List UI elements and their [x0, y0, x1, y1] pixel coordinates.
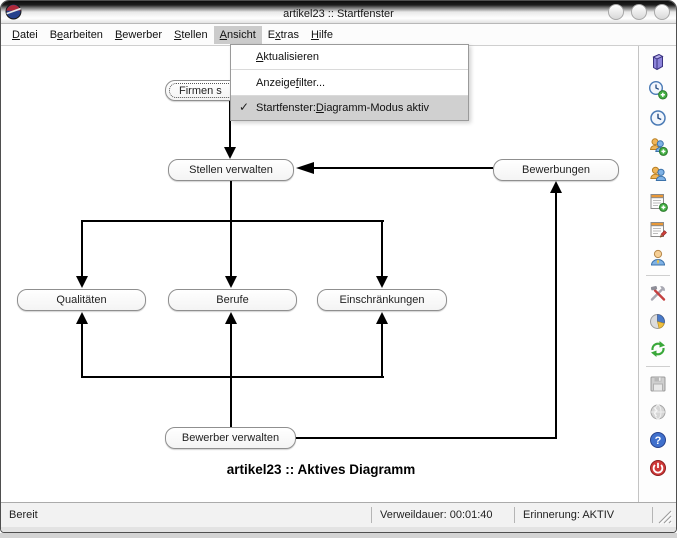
close-button[interactable] — [654, 4, 670, 20]
statusbar-separator — [514, 507, 515, 523]
node-bewerber-verwalten[interactable]: Bewerber verwalten — [165, 427, 296, 449]
resize-grip-icon — [658, 510, 673, 525]
refresh-icon — [650, 341, 665, 357]
clock-icon — [649, 110, 666, 126]
toolbar-button-clock[interactable] — [644, 104, 672, 132]
right-toolbar: ? — [638, 46, 676, 502]
window-title: artikel23 :: Startfenster — [283, 8, 394, 20]
statusbar-separator — [371, 507, 372, 523]
toolbar-separator — [645, 366, 670, 367]
save-disabled-icon — [650, 376, 665, 392]
checkmark-icon: ✓ — [239, 100, 250, 114]
minimize-button[interactable] — [608, 4, 624, 20]
toolbar-button-database[interactable] — [644, 48, 672, 76]
node-einschraenkungen[interactable]: Einschränkungen — [317, 289, 447, 311]
users-icon — [649, 166, 666, 181]
power-icon — [649, 460, 666, 476]
edge-bewerber-berufe — [230, 323, 232, 428]
form-add-icon — [650, 194, 668, 212]
menu-bar: Datei Bearbeiten Bewerber Stellen Ansich… — [1, 24, 676, 46]
arrowhead — [376, 276, 388, 288]
arrowhead — [76, 312, 88, 324]
form-edit-icon — [650, 222, 667, 238]
menu-separator — [231, 95, 468, 96]
edge-bewerber-bewerbungen-v — [555, 192, 557, 439]
edge-stellen-einschraenkungen — [381, 220, 383, 276]
node-berufe[interactable]: Berufe — [168, 289, 297, 311]
globe-disabled-icon — [650, 404, 665, 420]
arrowhead — [225, 312, 237, 324]
svg-text:?: ? — [654, 435, 661, 447]
window-controls — [608, 4, 670, 20]
toolbar-button-users-add[interactable] — [644, 132, 672, 160]
status-ready: Bereit — [9, 509, 38, 521]
menu-stellen[interactable]: Stellen — [174, 28, 208, 41]
menu-bearbeiten[interactable]: Bearbeiten — [49, 28, 103, 41]
app-logo-icon — [5, 3, 22, 20]
help-icon: ? — [649, 432, 666, 448]
toolbar-button-power[interactable] — [644, 454, 672, 482]
branch-bottom-hline — [81, 376, 384, 378]
tools-icon — [650, 286, 665, 301]
database-icon — [651, 53, 664, 71]
toolbar-button-users[interactable] — [644, 160, 672, 188]
users-add-icon — [649, 138, 668, 156]
arrowhead — [224, 147, 236, 159]
maximize-button[interactable] — [631, 4, 647, 20]
diagram-canvas: Firmen s Stellen verwalten Bewerbungen Q… — [1, 46, 638, 502]
arrowhead — [550, 181, 562, 193]
status-bar: Bereit Verweildauer: 00:01:40 Erinnerung… — [1, 502, 676, 527]
status-dwell-time: Verweildauer: 00:01:40 — [380, 509, 493, 521]
toolbar-button-form-add[interactable] — [644, 188, 672, 216]
arrowhead — [376, 312, 388, 324]
toolbar-separator — [645, 275, 670, 276]
content-area: Firmen s Stellen verwalten Bewerbungen Q… — [1, 46, 676, 502]
toolbar-button-clock-add[interactable] — [644, 76, 672, 104]
pie-chart-icon — [649, 314, 665, 329]
menu-separator — [231, 69, 468, 70]
statusbar-separator — [652, 507, 653, 523]
desktop-strip — [0, 533, 677, 538]
menu-extras[interactable]: Extras — [267, 28, 299, 41]
diagram-caption: artikel23 :: Aktives Diagramm — [226, 462, 416, 477]
toolbar-button-pie-chart[interactable] — [644, 307, 672, 335]
edge-stellen-berufe — [230, 220, 232, 276]
menu-bewerber[interactable]: Bewerber — [114, 28, 163, 41]
arrowhead — [296, 162, 314, 174]
menu-hilfe[interactable]: Hilfe — [310, 28, 333, 41]
node-qualitaeten[interactable]: Qualitäten — [17, 289, 146, 311]
toolbar-button-save[interactable] — [644, 370, 672, 398]
title-bar[interactable]: artikel23 :: Startfenster — [1, 1, 676, 24]
edge-bewerber-einschraenkungen — [381, 323, 383, 378]
edge-firmen-stellen — [229, 101, 231, 147]
edge-stellen-branch — [230, 181, 232, 221]
toolbar-button-user[interactable] — [644, 244, 672, 272]
branch-top-hline — [81, 220, 384, 222]
edge-bewerbungen-stellen — [314, 167, 493, 169]
arrowhead — [225, 276, 237, 288]
toolbar-button-globe[interactable] — [644, 398, 672, 426]
resize-grip[interactable] — [653, 503, 676, 527]
toolbar-button-help[interactable]: ? — [644, 426, 672, 454]
clock-add-icon — [648, 80, 667, 100]
toolbar-button-form-edit[interactable] — [644, 216, 672, 244]
edge-bewerber-bewerbungen-h — [295, 437, 556, 439]
window-bottom-frame — [1, 527, 676, 532]
edge-bewerber-qualitaeten — [81, 323, 83, 378]
node-stellen-verwalten[interactable]: Stellen verwalten — [168, 159, 294, 181]
toolbar-button-refresh[interactable] — [644, 335, 672, 363]
edge-stellen-qualitaeten — [81, 220, 83, 276]
menu-datei[interactable]: Datei — [12, 28, 38, 41]
menu-ansicht[interactable]: Ansicht — [213, 25, 262, 44]
app-logo-icon — [5, 3, 22, 20]
user-icon — [650, 249, 665, 266]
toolbar-button-tools[interactable] — [644, 279, 672, 307]
node-bewerbungen[interactable]: Bewerbungen — [493, 159, 619, 181]
status-reminder: Erinnerung: AKTIV — [523, 509, 615, 521]
arrowhead — [76, 276, 88, 288]
